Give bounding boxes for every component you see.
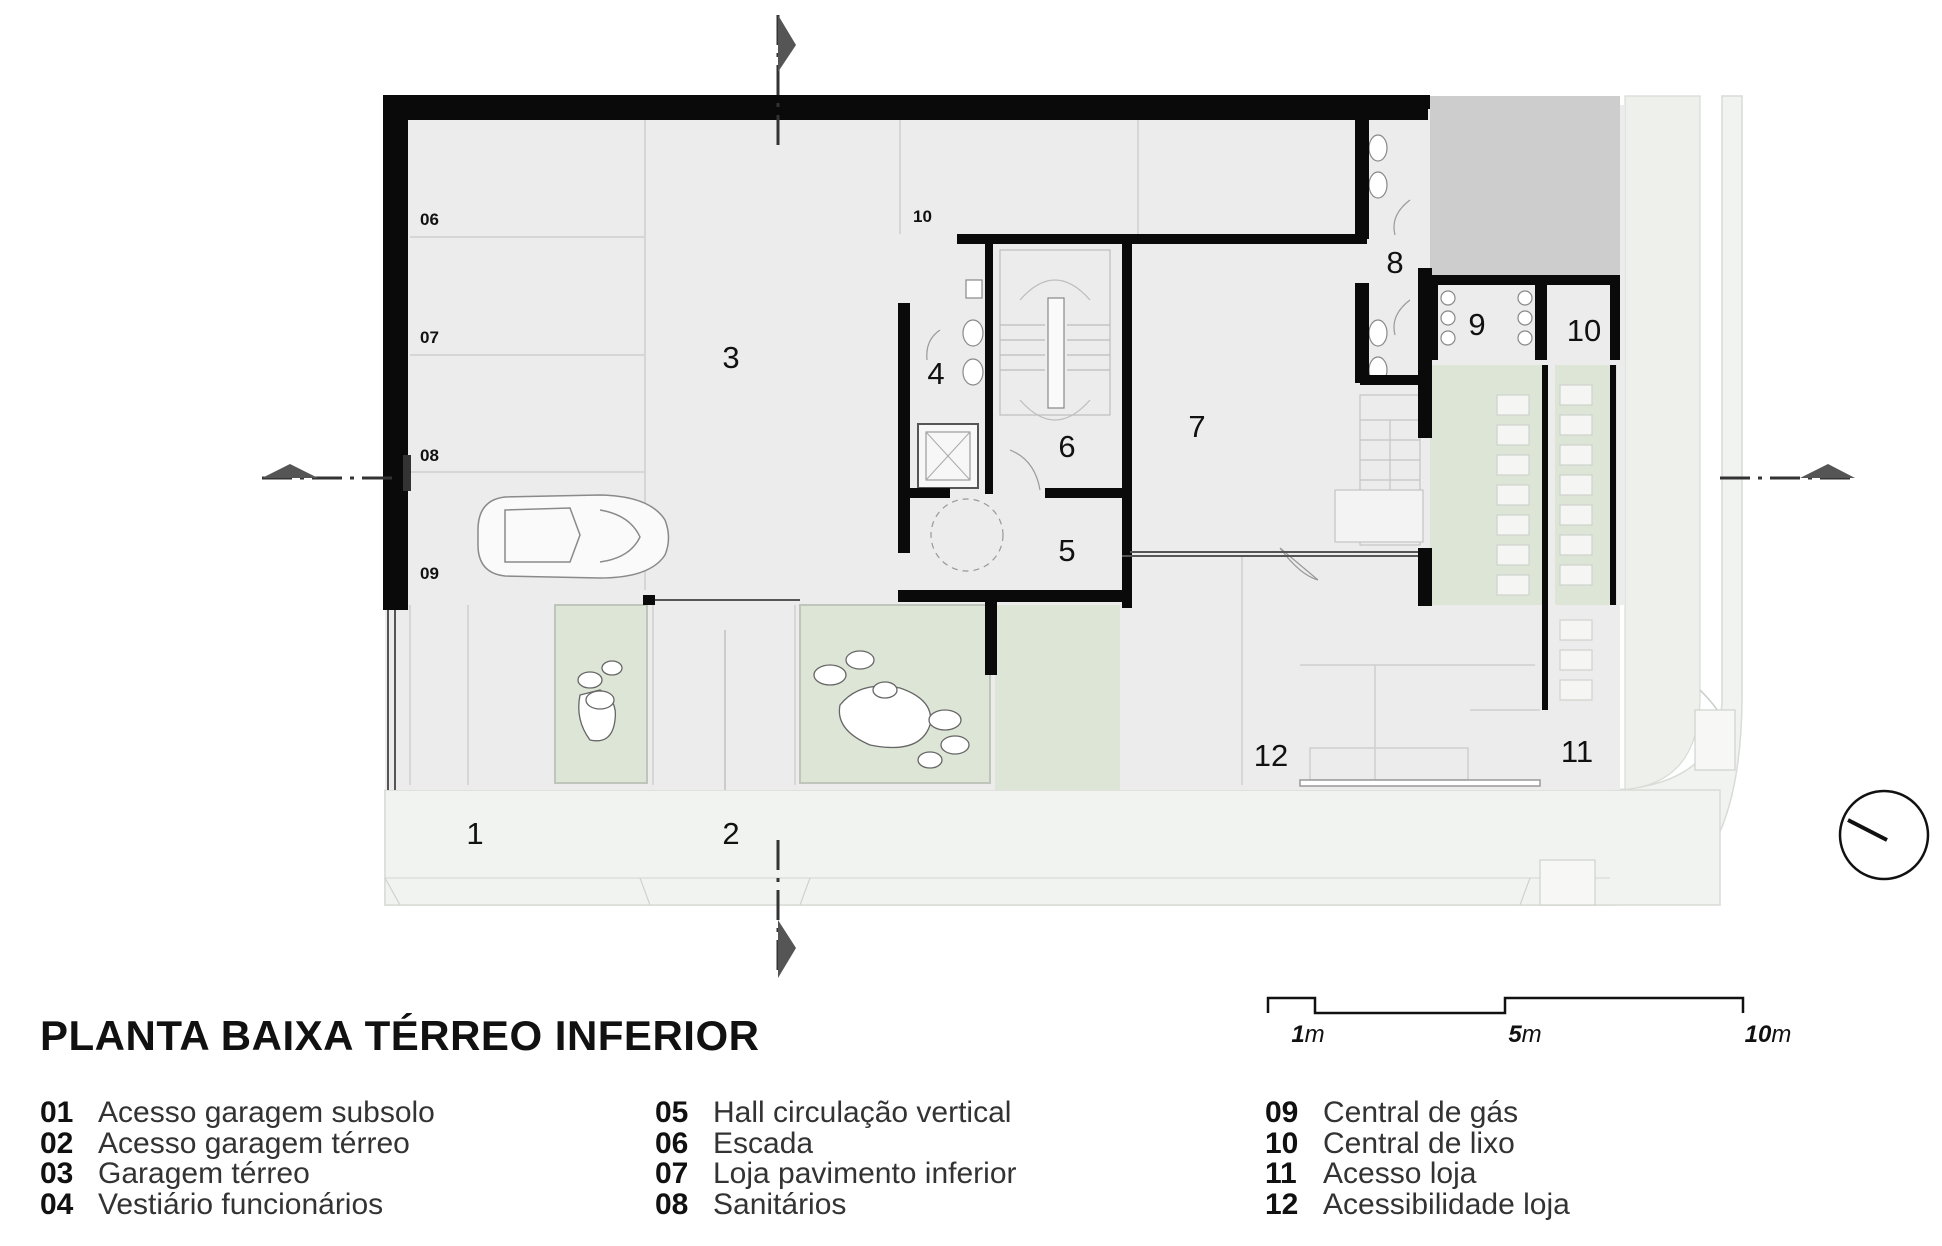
room-label-1: 1 <box>466 816 483 851</box>
parking-spot-10: 10 <box>913 207 932 226</box>
legend-text: Hall circulação vertical <box>713 1096 1012 1129</box>
legend-item: 07 Loja pavimento inferior <box>655 1157 1017 1190</box>
legend-number: 10 <box>1265 1126 1299 1160</box>
stepping-stones <box>1496 384 1593 701</box>
legend-item: 05 Hall circulação vertical <box>655 1096 1017 1129</box>
parking-lines <box>409 120 1535 785</box>
room-label-9: 9 <box>1468 307 1485 342</box>
legend-text: Central de gás <box>1323 1096 1519 1129</box>
walls <box>383 95 1620 710</box>
page-title: PLANTA BAIXA TÉRREO INFERIOR <box>40 1012 760 1059</box>
legend-number: 05 <box>655 1096 689 1129</box>
room-label-6: 6 <box>1058 429 1075 464</box>
sidewalk <box>384 95 1743 906</box>
legend-item: 09 Central de gás <box>1265 1096 1570 1129</box>
legend-number: 06 <box>655 1126 689 1160</box>
stair-7 <box>1334 394 1424 546</box>
legend-text: Garagem térreo <box>98 1157 310 1190</box>
legend-column-1: 01 Acesso garagem subsolo 02 Acesso garage… <box>40 1096 435 1221</box>
room-label-7: 7 <box>1188 409 1205 444</box>
legend-text: Acesso garagem térreo <box>98 1126 410 1160</box>
legend-number: 07 <box>655 1157 689 1190</box>
legend-text: Central de lixo <box>1323 1126 1515 1160</box>
section-marker-top <box>776 15 796 150</box>
parking-spot-09: 09 <box>420 564 439 583</box>
parking-spot-07: 07 <box>420 328 439 347</box>
parking-spot-08: 08 <box>420 446 439 465</box>
plant-icon <box>577 660 623 742</box>
legend-text: Sanitários <box>713 1187 847 1221</box>
legend-item: 02 Acesso garagem térreo <box>40 1126 435 1160</box>
room-label-2: 2 <box>722 816 739 851</box>
sanitary-fixtures <box>962 134 1533 386</box>
legend-item: 06 Escada <box>655 1126 1017 1160</box>
legend-text: Acesso loja <box>1323 1157 1477 1190</box>
legend-text: Vestiário funcionários <box>98 1187 384 1221</box>
legend-text: Acesso garagem subsolo <box>98 1096 435 1129</box>
legend-text: Acessibilidade loja <box>1323 1187 1570 1221</box>
plant-cluster-icon <box>813 650 970 769</box>
room-label-8: 8 <box>1386 245 1403 280</box>
legend-item: 04 Vestiário funcionários <box>40 1187 435 1221</box>
section-marker-bottom <box>776 840 796 978</box>
legend-number: 09 <box>1265 1096 1299 1129</box>
room-label-10: 10 <box>1567 313 1601 348</box>
legend-number: 03 <box>40 1157 74 1190</box>
legend-text: Loja pavimento inferior <box>713 1157 1017 1190</box>
stair-6 <box>999 249 1111 421</box>
legend-number: 01 <box>40 1096 74 1129</box>
elevator <box>917 423 979 489</box>
room-label-3: 3 <box>722 340 739 375</box>
door-swings <box>926 199 1411 581</box>
legend-column-2: 05 Hall circulação vertical 06 Escada 07 Lo… <box>655 1096 1017 1221</box>
glazing <box>387 551 1418 790</box>
legend-item: 12 Acessibilidade loja <box>1265 1187 1570 1221</box>
room-label-11: 11 <box>1561 734 1593 769</box>
scale-label-5: 5m <box>1508 1021 1541 1048</box>
room-label-12: 12 <box>1254 738 1288 773</box>
legend-item: 03 Garagem térreo <box>40 1157 435 1190</box>
scale-bar <box>1266 996 1745 1015</box>
legend-number: 08 <box>655 1187 689 1221</box>
legend-item: 08 Sanitários <box>655 1187 1017 1221</box>
north-arrow-icon <box>1838 789 1930 881</box>
legend-item: 11 Acesso loja <box>1265 1157 1570 1190</box>
legend-item: 10 Central de lixo <box>1265 1126 1570 1160</box>
legend-number: 04 <box>40 1187 74 1221</box>
section-marker-left <box>262 464 400 480</box>
building-floor <box>385 96 1625 790</box>
room-label-5: 5 <box>1058 533 1075 568</box>
legend-number: 12 <box>1265 1187 1299 1221</box>
car-icon <box>477 494 670 579</box>
room-label-4: 4 <box>927 356 944 391</box>
scale-label-10: 10m <box>1745 1021 1792 1048</box>
legend-item: 01 Acesso garagem subsolo <box>40 1096 435 1129</box>
accessibility-ramp <box>1299 709 1541 787</box>
legend-text: Escada <box>713 1126 814 1160</box>
legend-number: 02 <box>40 1126 74 1160</box>
legend-number: 11 <box>1265 1157 1297 1190</box>
scale-label-1: 1m <box>1291 1021 1324 1048</box>
parking-spot-06: 06 <box>420 210 439 229</box>
section-marker-right <box>1720 464 1855 480</box>
